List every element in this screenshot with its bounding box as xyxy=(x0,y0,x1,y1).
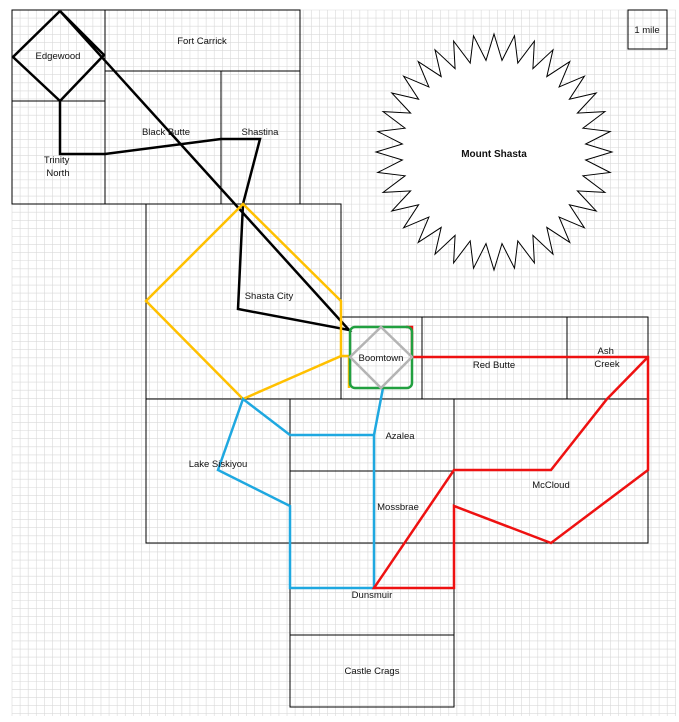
black-route xyxy=(58,10,353,332)
yellow-route xyxy=(144,202,343,401)
label-lake-siskiyou: Lake Siskiyou xyxy=(189,459,248,470)
label-mossbrae: Mossbrae xyxy=(377,502,419,513)
label-fort-carrick: Fort Carrick xyxy=(177,36,227,47)
label-mccloud: McCloud xyxy=(532,480,570,491)
label-castle-crags: Castle Crags xyxy=(345,666,400,677)
yellow-route-tail xyxy=(341,354,351,388)
label-shasta-city: Shasta City xyxy=(245,291,294,302)
region-castle-crags xyxy=(289,634,455,708)
label-shastina: Shastina xyxy=(242,127,280,138)
label-red-butte: Red Butte xyxy=(473,360,515,371)
label-ash-line2: Creek xyxy=(594,359,620,370)
labels: 1 mile Edgewood Fort Carrick Black Butte… xyxy=(36,25,660,677)
label-black-butte: Black Butte xyxy=(142,127,190,138)
label-boomtown: Boomtown xyxy=(359,353,404,364)
routes xyxy=(11,10,650,590)
label-trinity-line2: North xyxy=(46,168,69,179)
edgewood-loop xyxy=(11,10,61,102)
mount-shasta-icon xyxy=(374,32,614,272)
label-scale: 1 mile xyxy=(634,25,659,36)
label-mount-shasta: Mount Shasta xyxy=(461,149,527,160)
label-dunsmuir: Dunsmuir xyxy=(352,590,393,601)
label-trinity-line1: Trinity xyxy=(44,155,70,166)
label-edgewood: Edgewood xyxy=(36,51,81,62)
grid xyxy=(11,9,676,716)
gray-route xyxy=(348,325,414,390)
label-ash-creek: Ash Creek xyxy=(594,346,620,370)
label-ash-line1: Ash xyxy=(597,346,613,357)
label-trinity-north: Trinity North xyxy=(44,155,72,179)
blue-route xyxy=(216,387,385,590)
red-route xyxy=(371,355,650,590)
scale-box xyxy=(627,9,668,50)
label-azalea: Azalea xyxy=(385,431,415,442)
